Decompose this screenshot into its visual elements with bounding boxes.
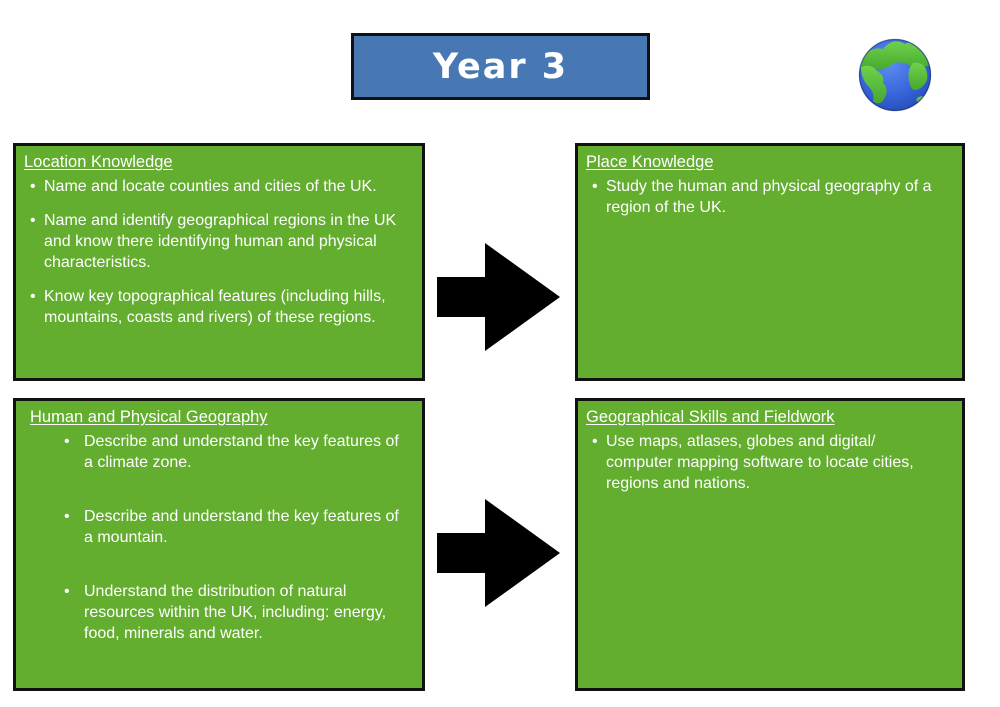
bullet-text: Name and identify geographical regions i… xyxy=(44,212,397,271)
box-heading: Place Knowledge xyxy=(586,153,714,171)
bullet-marker xyxy=(58,581,84,602)
year-title-label: Year 3 xyxy=(432,46,569,87)
bullet-text: Name and locate counties and cities of t… xyxy=(44,178,377,195)
list-item: Know key topographical features (includi… xyxy=(24,286,408,328)
bullet-marker xyxy=(24,176,44,197)
bullet-marker xyxy=(24,210,44,231)
bullet-marker xyxy=(58,506,84,527)
list-item: Study the human and physical geography o… xyxy=(586,176,938,218)
box-heading: Human and Physical Geography xyxy=(30,408,268,426)
bullet-marker xyxy=(586,176,606,197)
bullet-text: Know key topographical features (includi… xyxy=(44,288,386,326)
bullet-text: Describe and understand the key features… xyxy=(84,508,399,546)
list-item: Name and identify geographical regions i… xyxy=(24,210,408,273)
list-item: Describe and understand the key features… xyxy=(24,431,408,473)
right-arrow-icon xyxy=(437,499,560,607)
globe-icon xyxy=(858,38,932,112)
box-heading: Location Knowledge xyxy=(24,153,173,171)
right-arrow-icon xyxy=(437,243,560,351)
box-place-knowledge: Place Knowledge Study the human and phys… xyxy=(575,143,965,381)
bullet-text: Study the human and physical geography o… xyxy=(606,178,932,216)
list-item: Describe and understand the key features… xyxy=(24,506,408,548)
box-geographical-skills-fieldwork: Geographical Skills and Fieldwork Use ma… xyxy=(575,398,965,691)
bullet-marker xyxy=(586,431,606,452)
bullet-text: Understand the distribution of natural r… xyxy=(84,583,387,642)
box-human-physical-geography: Human and Physical Geography Describe an… xyxy=(13,398,425,691)
box-location-knowledge: Location Knowledge Name and locate count… xyxy=(13,143,425,381)
list-item: Use maps, atlases, globes and digital/ c… xyxy=(586,431,938,494)
year-title-box: Year 3 xyxy=(351,33,650,100)
list-item: Name and locate counties and cities of t… xyxy=(24,176,408,197)
bullet-text: Describe and understand the key features… xyxy=(84,433,399,471)
bullet-text: Use maps, atlases, globes and digital/ c… xyxy=(606,433,914,492)
list-item: Understand the distribution of natural r… xyxy=(24,581,408,644)
box-heading: Geographical Skills and Fieldwork xyxy=(586,408,835,426)
bullet-marker xyxy=(58,431,84,452)
bullet-marker xyxy=(24,286,44,307)
